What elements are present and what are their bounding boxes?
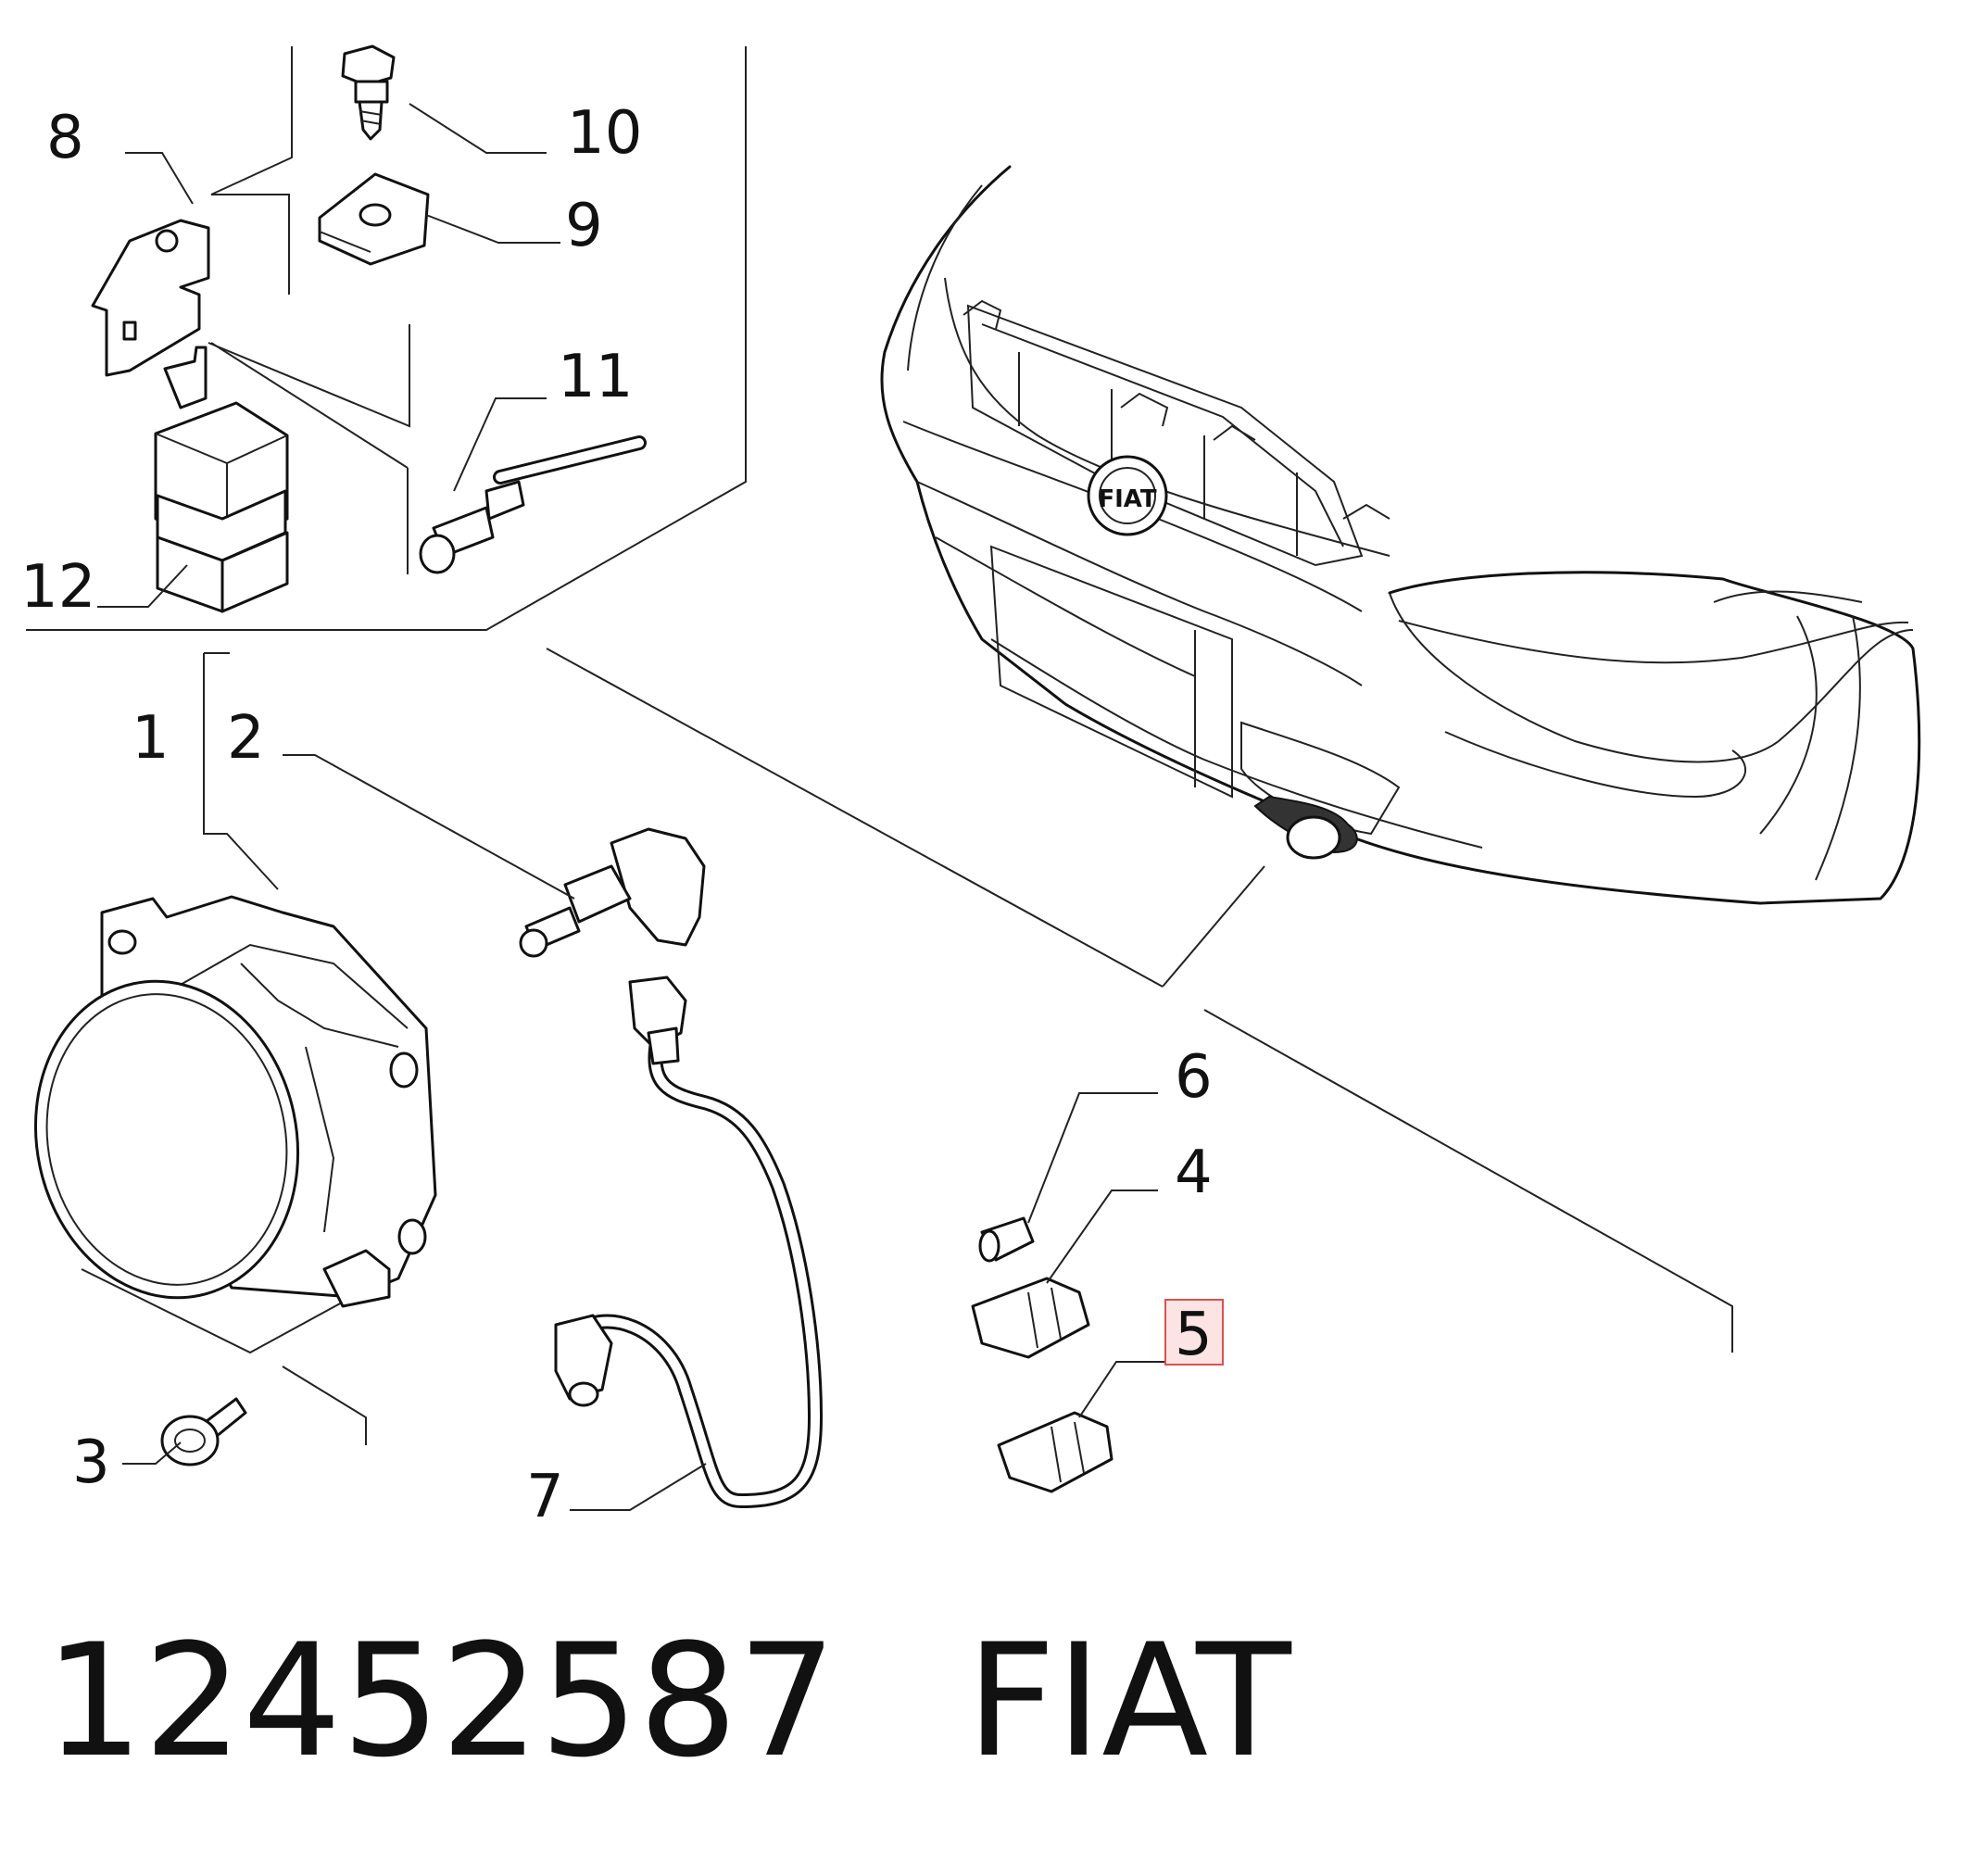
inset-box <box>26 46 747 631</box>
callout-labels: 1 2 3 4 5 6 7 8 9 10 11 12 <box>20 99 1213 1531</box>
callout-5-highlight <box>1164 1299 1224 1366</box>
brand-badge-text: FIAT <box>1098 485 1157 513</box>
bracket-part <box>91 219 210 377</box>
bolt-part <box>341 44 396 141</box>
callout-4: 4 <box>1175 1139 1213 1207</box>
rivet-part <box>419 435 647 574</box>
callout-6: 6 <box>1175 1043 1213 1112</box>
connector-part-4 <box>971 1277 1090 1359</box>
screw-part <box>160 1397 247 1466</box>
part-number: 12452587 <box>44 1610 837 1792</box>
front-bumper: FIAT <box>880 165 1921 988</box>
callout-12: 12 <box>20 553 95 622</box>
callout-1: 1 <box>132 704 170 773</box>
leader-lines <box>81 648 1733 1445</box>
brand-name: FIAT <box>966 1610 1291 1792</box>
callout-8: 8 <box>46 104 84 172</box>
fog-lamp-part <box>33 895 437 1308</box>
callout-leaders <box>97 103 1165 1511</box>
callout-5: 5 <box>1175 1301 1213 1369</box>
callout-10: 10 <box>567 99 642 168</box>
wiring-harness-part <box>554 976 824 1509</box>
plug-part <box>978 1216 1035 1263</box>
callout-2: 2 <box>227 704 265 773</box>
callout-11: 11 <box>558 343 633 411</box>
clip-nut-part <box>318 172 430 266</box>
bulb-part <box>519 827 706 958</box>
connector-part-5 <box>997 1411 1114 1493</box>
callout-3: 3 <box>72 1429 110 1497</box>
callout-7: 7 <box>526 1463 564 1531</box>
relay-part <box>154 346 289 613</box>
callout-9: 9 <box>565 192 603 260</box>
